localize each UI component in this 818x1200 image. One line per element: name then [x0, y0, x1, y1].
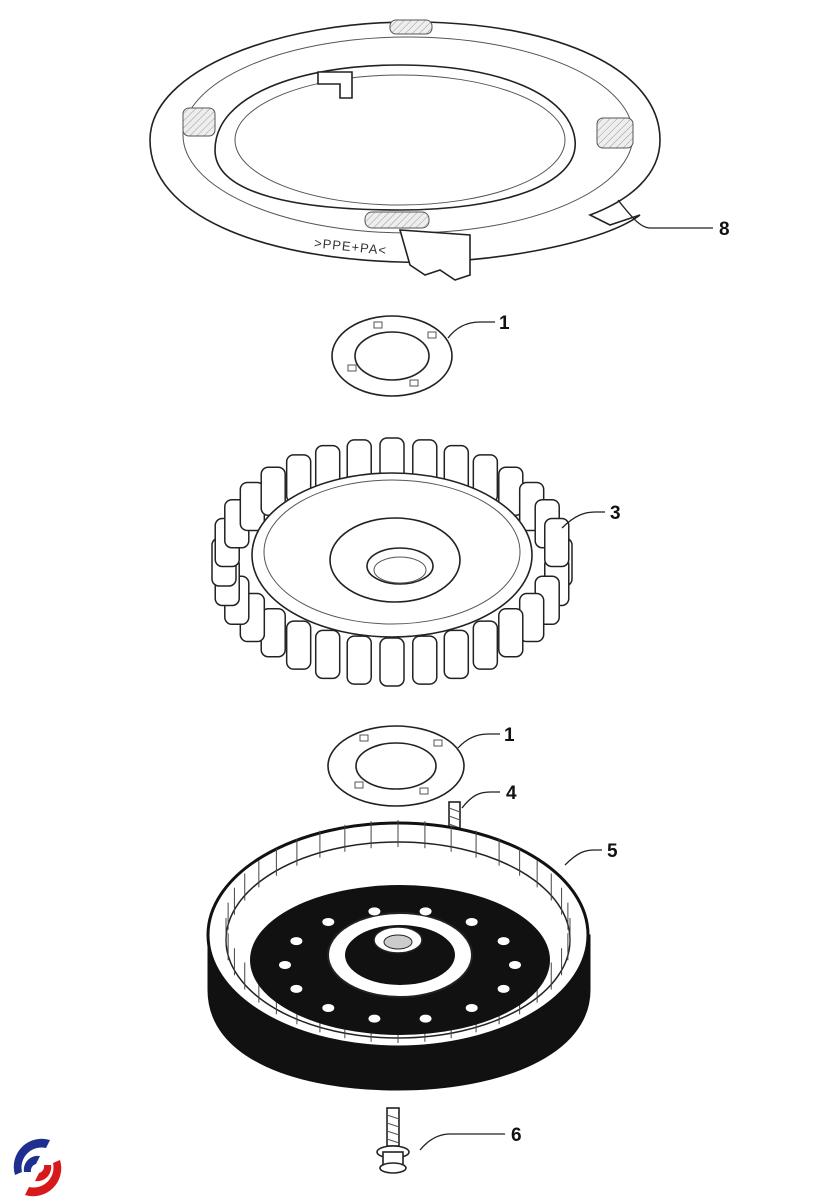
callout-leaders [419, 199, 713, 1151]
rotor-vent-hole [497, 984, 510, 993]
part-6-bolt [376, 1107, 410, 1174]
part-1-washer-bottom [327, 725, 465, 807]
rotor-vent-hole [368, 1014, 381, 1023]
rotor-vent-hole [509, 961, 521, 969]
stator-tooth [346, 635, 372, 685]
callout-4: 4 [506, 783, 517, 804]
callout-1-top: 1 [499, 313, 510, 334]
part-1-washer-top [331, 315, 453, 397]
stator-tooth [314, 629, 341, 680]
rotor-vent-hole [465, 1004, 478, 1013]
part-3-stator [211, 437, 573, 687]
rotor-vent-hole [419, 1014, 432, 1023]
rotor-vent-hole [290, 984, 303, 993]
stator-tooth [379, 637, 405, 687]
callout-3: 3 [610, 503, 621, 524]
rotor-vent-hole [368, 907, 381, 916]
rotor-vent-hole [322, 917, 335, 926]
rotor-vent-hole [465, 917, 478, 926]
stator-tooth [412, 635, 438, 685]
stator-tooth [285, 620, 312, 670]
part-8-mounting-ring: >PPE+PA< [149, 19, 661, 281]
rotor-vent-hole [322, 1004, 335, 1013]
callout-5: 5 [607, 841, 618, 862]
brand-logo [13, 1138, 62, 1197]
callout-1-bottom: 1 [504, 725, 515, 746]
part-5-rotor [206, 820, 591, 1091]
stator-tooth [498, 607, 524, 658]
callout-6: 6 [511, 1125, 522, 1146]
callout-8: 8 [719, 219, 730, 240]
stator-tooth [544, 517, 570, 568]
rotor-vent-hole [290, 937, 303, 946]
rotor-vent-hole [279, 961, 291, 969]
rotor-vent-hole [497, 937, 510, 946]
stator-tooth [472, 620, 499, 670]
rotor-vent-hole [419, 907, 432, 916]
stator-tooth [443, 629, 470, 680]
